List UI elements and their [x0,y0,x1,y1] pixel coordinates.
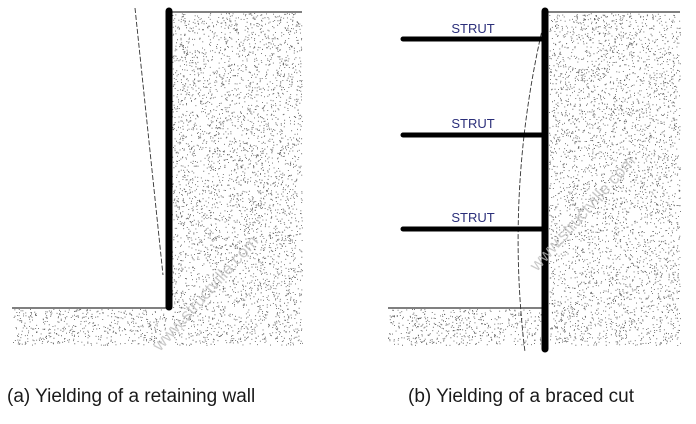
caption-b: (b) Yielding of a braced cut [408,386,635,407]
soil-stipple [13,13,681,346]
deflected-shape-b [517,25,544,353]
caption-a: (a) Yielding of a retaining wall [7,386,256,407]
strut-label-3: STRUT [451,210,494,225]
deflected-shape-a [134,7,164,276]
soil-dots [13,13,681,346]
strut-label-1: STRUT [451,21,494,36]
strut-label-2: STRUT [451,116,494,131]
